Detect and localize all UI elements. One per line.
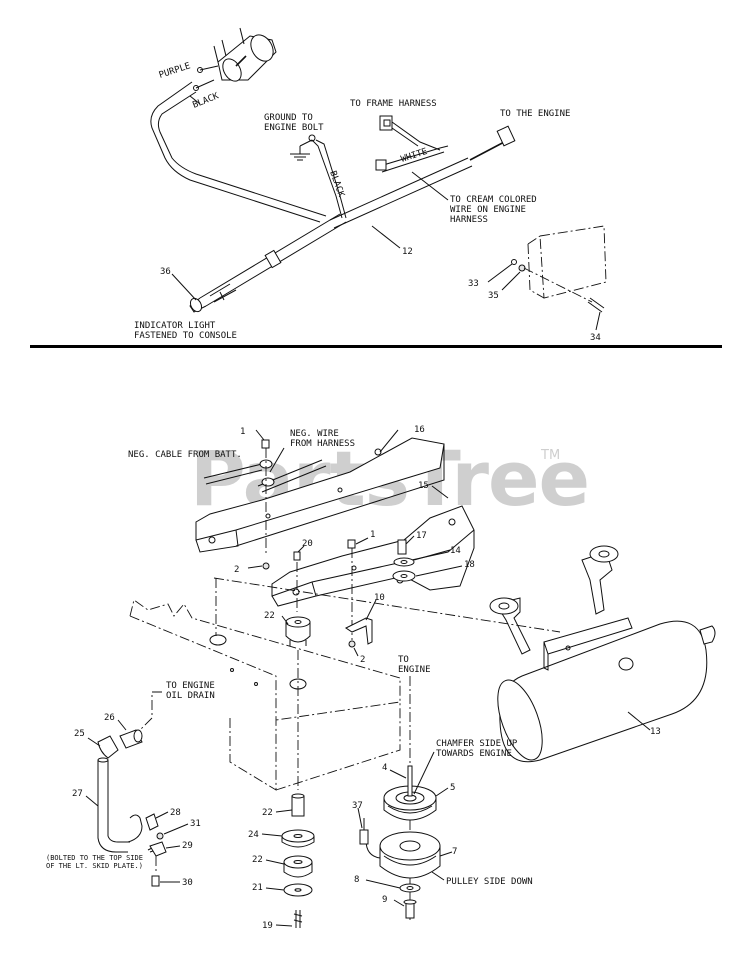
callout-36: 36: [160, 267, 171, 277]
callout-31: 31: [190, 819, 201, 829]
callout-22a: 22: [264, 611, 275, 621]
label-chamfer-1: CHAMFER SIDE UP: [436, 739, 518, 749]
callout-7: 7: [452, 847, 457, 857]
callout-1b: 1: [370, 530, 375, 540]
skid-plate: [129, 578, 401, 791]
label-bolted-1: (BOLTED TO THE TOP SIDE: [46, 854, 143, 862]
label-black-ground: BLACK: [327, 170, 346, 199]
label-frame-harness: TO FRAME HARNESS: [350, 99, 437, 109]
callout-10: 10: [374, 593, 385, 603]
callout-15: 15: [418, 481, 429, 491]
label-to-the-engine: TO THE ENGINE: [500, 109, 570, 119]
label-ground-2: ENGINE BOLT: [264, 123, 324, 133]
pulley-5: [383, 785, 437, 821]
label-neg-cable: NEG. CABLE FROM BATT.: [128, 450, 242, 460]
label-chamfer-2: TOWARDS ENGINE: [436, 749, 512, 759]
label-cream-1: TO CREAM COLORED: [450, 195, 537, 205]
label-bolted-2: OF THE LT. SKID PLATE.): [46, 862, 143, 870]
label-indicator-1: INDICATOR LIGHT: [134, 321, 216, 331]
label-neg-wire-2: FROM HARNESS: [290, 439, 355, 449]
label-to-engine-1: TO: [398, 655, 409, 665]
callout-33: 33: [468, 279, 479, 289]
callout-28: 28: [170, 808, 181, 818]
watermark-tm: TM: [540, 448, 560, 463]
label-pulley-side: PULLEY SIDE DOWN: [446, 877, 533, 887]
callout-5: 5: [450, 783, 455, 793]
label-indicator-2: FASTENED TO CONSOLE: [134, 331, 237, 341]
label-white: WHITE: [400, 147, 429, 165]
callout-26: 26: [104, 713, 115, 723]
label-oil-drain-1: TO ENGINE: [166, 681, 215, 691]
label-to-engine-2: ENGINE: [398, 665, 431, 675]
label-ground-1: GROUND TO: [264, 113, 313, 123]
callout-24: 24: [248, 830, 259, 840]
callout-21: 21: [252, 883, 263, 893]
section-divider: [30, 345, 722, 348]
callout-9: 9: [382, 895, 387, 905]
label-cream-3: HARNESS: [450, 215, 488, 225]
callout-1a: 1: [240, 427, 245, 437]
bottom-assembly-section: NEG. CABLE FROM BATT. NEG. WIRE FROM HAR…: [46, 425, 716, 931]
callout-25: 25: [74, 729, 85, 739]
drain-tube: [97, 729, 163, 853]
bracket-16: [195, 437, 445, 553]
switch-component: [193, 27, 277, 91]
callout-22c: 22: [252, 855, 263, 865]
callout-20: 20: [302, 539, 313, 549]
callout-12: 12: [402, 247, 413, 257]
callout-2a: 2: [234, 565, 239, 575]
wire-harness-12: [150, 81, 516, 313]
label-neg-wire-1: NEG. WIRE: [290, 429, 339, 439]
callout-34: 34: [590, 333, 601, 343]
callout-14: 14: [450, 546, 461, 556]
callout-30: 30: [182, 878, 193, 888]
callout-13: 13: [650, 727, 661, 737]
callout-4: 4: [382, 763, 387, 773]
isolator-22-top: [285, 616, 311, 646]
clutch-7: [359, 818, 441, 879]
callout-19: 19: [262, 921, 273, 931]
center-stack: [281, 793, 315, 928]
callout-22b: 22: [262, 808, 273, 818]
callout-17: 17: [416, 531, 427, 541]
callout-8: 8: [354, 875, 359, 885]
muffler-13: [489, 545, 716, 763]
callout-29: 29: [182, 841, 193, 851]
label-cream-2: WIRE ON ENGINE: [450, 205, 526, 215]
label-oil-drain-2: OIL DRAIN: [166, 691, 215, 701]
mount-box: [511, 225, 607, 313]
callout-18: 18: [464, 560, 475, 570]
callout-35: 35: [488, 291, 499, 301]
callout-16: 16: [414, 425, 425, 435]
callout-27: 27: [72, 789, 83, 799]
callout-37: 37: [352, 801, 363, 811]
label-purple: PURPLE: [158, 61, 192, 81]
callout-2b: 2: [360, 655, 365, 665]
top-harness-section: PURPLE BLACK: [134, 27, 607, 343]
